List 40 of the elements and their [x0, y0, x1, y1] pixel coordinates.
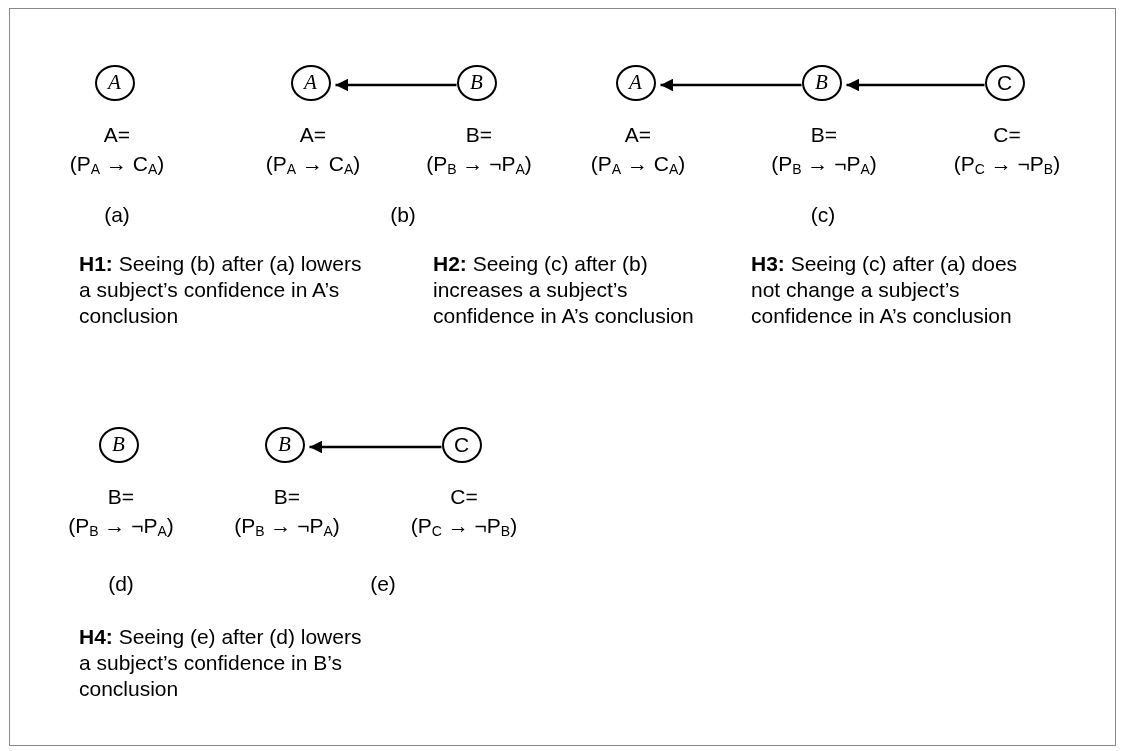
- arrow: [309, 440, 442, 454]
- hypothesis-text: H1: Seeing (b) after (a) lowers a subject’s confidence in A’s conclusion: [79, 251, 363, 329]
- formula-label: (P$_{B}$ → ¬P$_{A}$): [771, 152, 877, 176]
- formula-label: (P$_{C}$ → ¬P$_{B}$): [410, 514, 518, 538]
- panel-label: (b): [390, 202, 416, 228]
- node-circle: C: [441, 426, 482, 463]
- variable-label: B=: [107, 485, 135, 509]
- node-circle: B: [98, 426, 139, 463]
- variable-label: B=: [465, 123, 493, 147]
- node-circle: C: [984, 64, 1025, 101]
- arrow: [335, 78, 457, 92]
- panel-label: (c): [810, 202, 836, 228]
- hypothesis-text: H4: Seeing (e) after (d) lowers a subject’s confidence in B’s conclusion: [79, 624, 363, 702]
- formula-label: (P$_{C}$ → ¬P$_{B}$): [953, 152, 1061, 176]
- variable-label: A=: [103, 123, 131, 147]
- variable-label: B=: [273, 485, 301, 509]
- panel-label: (a): [104, 202, 130, 228]
- node-circle: B: [456, 64, 497, 101]
- node-circle: A: [94, 64, 135, 101]
- variable-label: A=: [299, 123, 327, 147]
- node-circle: B: [801, 64, 842, 101]
- node-circle: B: [264, 426, 305, 463]
- hypothesis-text: H3: Seeing (c) after (a) does not change a subject’s confidence in A’s conclusion: [751, 251, 1019, 329]
- variable-label: C=: [993, 123, 1021, 147]
- panel-label: (e): [370, 571, 396, 597]
- arrow: [660, 78, 802, 92]
- variable-label: B=: [810, 123, 838, 147]
- formula-label: (P$_{A}$ → C$_{A}$): [69, 152, 165, 176]
- formula-label: (P$_{B}$ → ¬P$_{A}$): [234, 514, 340, 538]
- node-circle: A: [290, 64, 331, 101]
- formula-label: (P$_{B}$ → ¬P$_{A}$): [426, 152, 532, 176]
- arrow: [846, 78, 985, 92]
- panel-label: (d): [108, 571, 134, 597]
- formula-label: (P$_{A}$ → C$_{A}$): [265, 152, 361, 176]
- formula-label: (P$_{B}$ → ¬P$_{A}$): [68, 514, 174, 538]
- variable-label: A=: [624, 123, 652, 147]
- node-circle: A: [615, 64, 656, 101]
- formula-label: (P$_{A}$ → C$_{A}$): [590, 152, 686, 176]
- hypothesis-text: H2: Seeing (c) after (b) increases a subject’s confidence in A’s conclusion: [433, 251, 695, 329]
- variable-label: C=: [450, 485, 478, 509]
